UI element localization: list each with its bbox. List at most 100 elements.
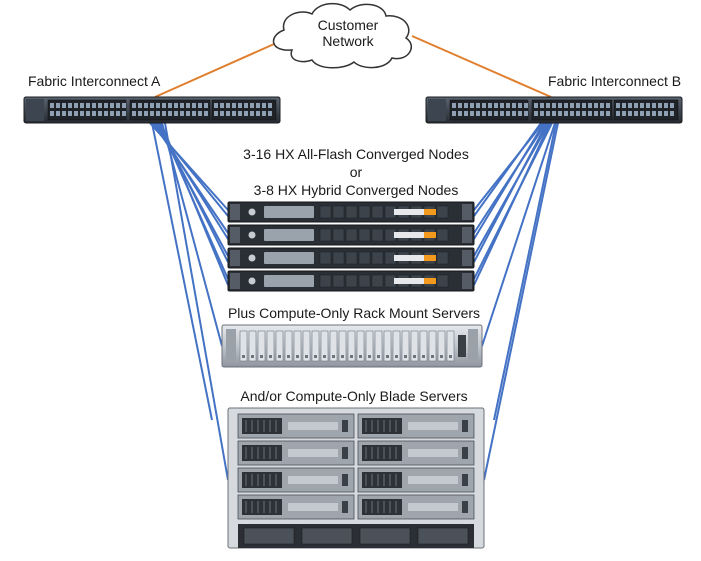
- drive-bay: [356, 330, 365, 362]
- drive-bay: [319, 251, 332, 265]
- drive-bay: [436, 251, 449, 265]
- blade-server: [357, 467, 475, 493]
- port: [138, 103, 142, 108]
- port: [576, 111, 580, 116]
- port: [546, 111, 550, 116]
- port: [558, 111, 562, 116]
- fabric-link: [473, 122, 542, 217]
- drive-bay: [374, 330, 383, 362]
- port: [500, 103, 504, 108]
- drive-bay: [410, 330, 419, 362]
- port: [652, 111, 656, 116]
- port: [600, 103, 604, 108]
- blade-handle: [288, 476, 338, 484]
- blade-server: [357, 413, 475, 439]
- drive-bay: [332, 228, 345, 242]
- port: [482, 103, 486, 108]
- port: [250, 111, 254, 116]
- blade-latch: [462, 447, 468, 459]
- port: [640, 103, 644, 108]
- port: [132, 111, 136, 116]
- drive-bay: [248, 330, 257, 362]
- port: [198, 103, 202, 108]
- port: [186, 103, 190, 108]
- fabric-link: [164, 122, 229, 481]
- port: [168, 111, 172, 116]
- port: [220, 111, 224, 116]
- port: [62, 103, 66, 108]
- hx-node: [227, 224, 475, 246]
- port: [256, 103, 260, 108]
- drive-bay: [332, 251, 345, 265]
- hx-accent: [424, 255, 436, 261]
- drive-led: [287, 355, 290, 358]
- port: [268, 103, 272, 108]
- drive-led: [260, 355, 263, 358]
- converged-line2: or: [349, 164, 363, 180]
- drive-bay: [319, 274, 332, 288]
- port: [122, 103, 126, 108]
- fabric-link: [473, 122, 545, 240]
- port: [564, 111, 568, 116]
- drive-led: [377, 355, 380, 358]
- port: [670, 103, 674, 108]
- port: [646, 103, 650, 108]
- fabric-b-label: Fabric Interconnect B: [548, 73, 682, 89]
- drive-bay: [329, 330, 338, 362]
- drive-led: [449, 355, 452, 358]
- fabric-link: [160, 122, 229, 286]
- hx-node-ear: [462, 273, 472, 289]
- fabric-interconnect-a: [23, 96, 281, 124]
- port: [464, 111, 468, 116]
- drive-bay: [293, 330, 302, 362]
- port: [588, 103, 592, 108]
- port: [138, 111, 142, 116]
- blade-latch: [342, 447, 348, 459]
- port: [50, 111, 54, 116]
- port: [50, 103, 54, 108]
- drive-bay: [320, 330, 329, 362]
- drive-led: [359, 355, 362, 358]
- power-button-icon: [248, 208, 256, 216]
- port: [180, 111, 184, 116]
- port: [470, 111, 474, 116]
- port: [56, 111, 60, 116]
- blade-server: [357, 494, 475, 520]
- blade-handle: [288, 503, 338, 511]
- drive-led: [368, 355, 371, 358]
- port: [652, 103, 656, 108]
- port: [594, 111, 598, 116]
- port: [534, 103, 538, 108]
- hx-node-ear: [230, 250, 240, 266]
- drive-bay: [284, 330, 293, 362]
- drive-led: [314, 355, 317, 358]
- port: [132, 103, 136, 108]
- port: [488, 103, 492, 108]
- port: [214, 111, 218, 116]
- power-supply: [301, 527, 353, 545]
- drive-led: [422, 355, 425, 358]
- drive-led: [413, 355, 416, 358]
- port: [244, 111, 248, 116]
- fabric-link: [473, 122, 548, 263]
- cloud-uplinks: [154, 35, 552, 98]
- blade-handle: [408, 476, 458, 484]
- fabric-link: [151, 122, 213, 421]
- blade-handle: [288, 422, 338, 430]
- drive-bay: [345, 228, 358, 242]
- hx-accent: [424, 232, 436, 238]
- port: [110, 103, 114, 108]
- port: [600, 111, 604, 116]
- port: [68, 103, 72, 108]
- port: [232, 111, 236, 116]
- port: [482, 111, 486, 116]
- port: [534, 111, 538, 116]
- port: [552, 103, 556, 108]
- drive-bay: [371, 251, 384, 265]
- drive-bay: [319, 205, 332, 219]
- drive-led: [296, 355, 299, 358]
- port: [226, 103, 230, 108]
- fabric-interconnect-b: [425, 96, 683, 124]
- power-supply: [243, 527, 295, 545]
